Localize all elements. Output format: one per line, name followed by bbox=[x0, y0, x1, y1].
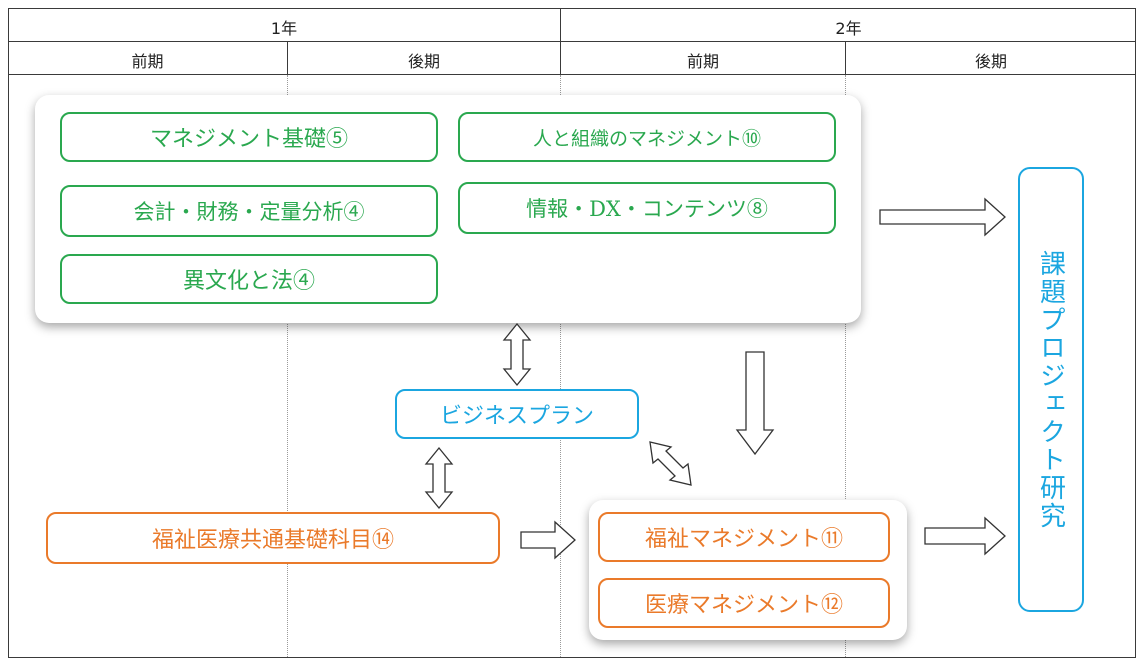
arrow-core-to-project bbox=[879, 197, 1006, 237]
course-management-basics: マネジメント基礎⑤ bbox=[60, 112, 438, 162]
project-research-box: 課題プロジェクト研究 bbox=[1018, 167, 1084, 612]
header-y1-second-term: 後期 bbox=[407, 52, 440, 71]
header-divider-1 bbox=[8, 41, 1136, 42]
course-people-organization: 人と組織のマネジメント⑩ bbox=[458, 112, 836, 162]
course-info-dx: 情報・DX・コンテンツ⑧ bbox=[458, 182, 836, 234]
header-y2-first-term: 前期 bbox=[686, 52, 719, 71]
term-guide-y1 bbox=[287, 75, 288, 657]
year-divider bbox=[560, 8, 561, 75]
arrow-common-to-welfare bbox=[520, 520, 576, 560]
arrow-core-businessplan bbox=[502, 322, 532, 387]
header-y1-first-term: 前期 bbox=[131, 52, 164, 71]
header-year1: 1年 bbox=[270, 19, 298, 38]
header-divider-2 bbox=[8, 74, 1136, 75]
header-y2-second-term: 後期 bbox=[974, 52, 1007, 71]
course-culture-law: 異文化と法④ bbox=[60, 254, 438, 304]
term-divider-y1 bbox=[287, 41, 288, 75]
year-guide bbox=[560, 75, 561, 657]
course-accounting-finance: 会計・財務・定量分析④ bbox=[60, 185, 438, 237]
term-divider-y2 bbox=[845, 41, 846, 75]
header-year2: 2年 bbox=[835, 19, 862, 38]
term-guide-y2 bbox=[845, 75, 846, 657]
business-plan-box: ビジネスプラン bbox=[395, 389, 639, 439]
welfare-management: 福祉マネジメント⑪ bbox=[598, 512, 890, 562]
arrow-businessplan-common bbox=[424, 446, 454, 510]
arrow-mgmt-to-project bbox=[924, 516, 1006, 556]
timeline-frame bbox=[8, 8, 1136, 658]
medical-management: 医療マネジメント⑫ bbox=[598, 578, 890, 628]
arrow-businessplan-mgmt bbox=[649, 441, 692, 486]
welfare-medical-common-basics: 福祉医療共通基礎科目⑭ bbox=[46, 512, 500, 564]
arrow-core-down bbox=[735, 351, 775, 456]
